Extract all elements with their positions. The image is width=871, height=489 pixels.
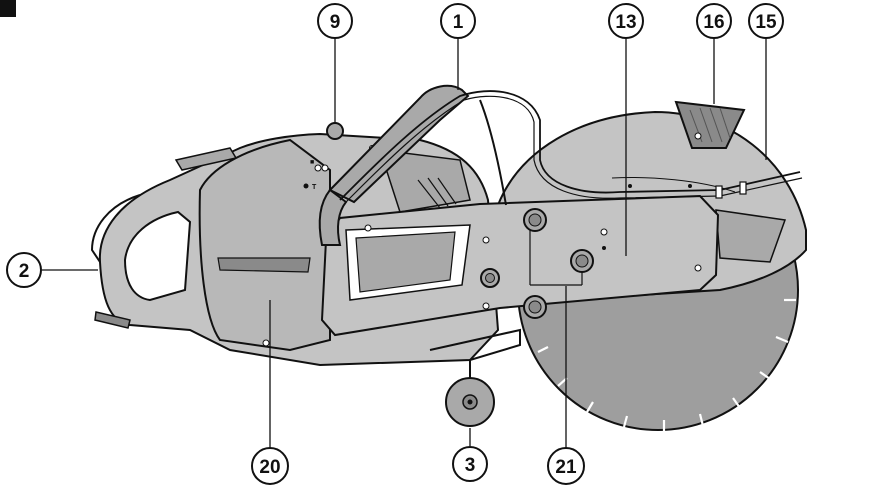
callout-20: 20 bbox=[251, 447, 289, 485]
corner-tab bbox=[0, 0, 16, 17]
cutting-arm bbox=[320, 194, 720, 337]
cylinder-fins bbox=[378, 149, 471, 213]
tension-bracket bbox=[529, 230, 583, 286]
svg-text:3: 3 bbox=[465, 455, 476, 476]
svg-text:13: 13 bbox=[615, 12, 636, 33]
ignition-mark: T bbox=[312, 184, 317, 191]
svg-text:16: 16 bbox=[703, 12, 724, 33]
svg-text:20: 20 bbox=[259, 457, 280, 478]
svg-text:1: 1 bbox=[453, 12, 464, 33]
svg-text:15: 15 bbox=[755, 12, 777, 33]
tension-nut-lower bbox=[523, 295, 547, 319]
blade-segment-slots bbox=[537, 218, 796, 431]
svg-text:2: 2 bbox=[19, 261, 30, 282]
callout-13: 13 bbox=[608, 3, 644, 39]
callout-1: 1 bbox=[440, 3, 476, 39]
callout-9: 9 bbox=[317, 3, 353, 39]
callout-2: 2 bbox=[6, 252, 42, 288]
support-wheel bbox=[429, 328, 521, 427]
callout-15: 15 bbox=[748, 3, 784, 39]
choke-mark: ■ bbox=[310, 159, 314, 166]
guard-adjustment-handle bbox=[674, 100, 746, 149]
callout-3: 3 bbox=[452, 446, 488, 482]
tension-nut-center bbox=[570, 249, 594, 273]
decompression-valve bbox=[326, 122, 344, 140]
svg-text:9: 9 bbox=[330, 12, 341, 33]
arm-nut bbox=[480, 268, 500, 288]
callout-16: 16 bbox=[696, 3, 732, 39]
callouts: 9 1 13 16 15 2 20 3 bbox=[6, 3, 784, 485]
water-hose bbox=[339, 90, 803, 203]
svg-text:21: 21 bbox=[555, 457, 577, 478]
tension-nut-upper bbox=[523, 208, 547, 232]
callout-leaders bbox=[42, 38, 767, 448]
callout-21: 21 bbox=[547, 447, 585, 485]
belt-tension-nuts bbox=[480, 208, 594, 319]
